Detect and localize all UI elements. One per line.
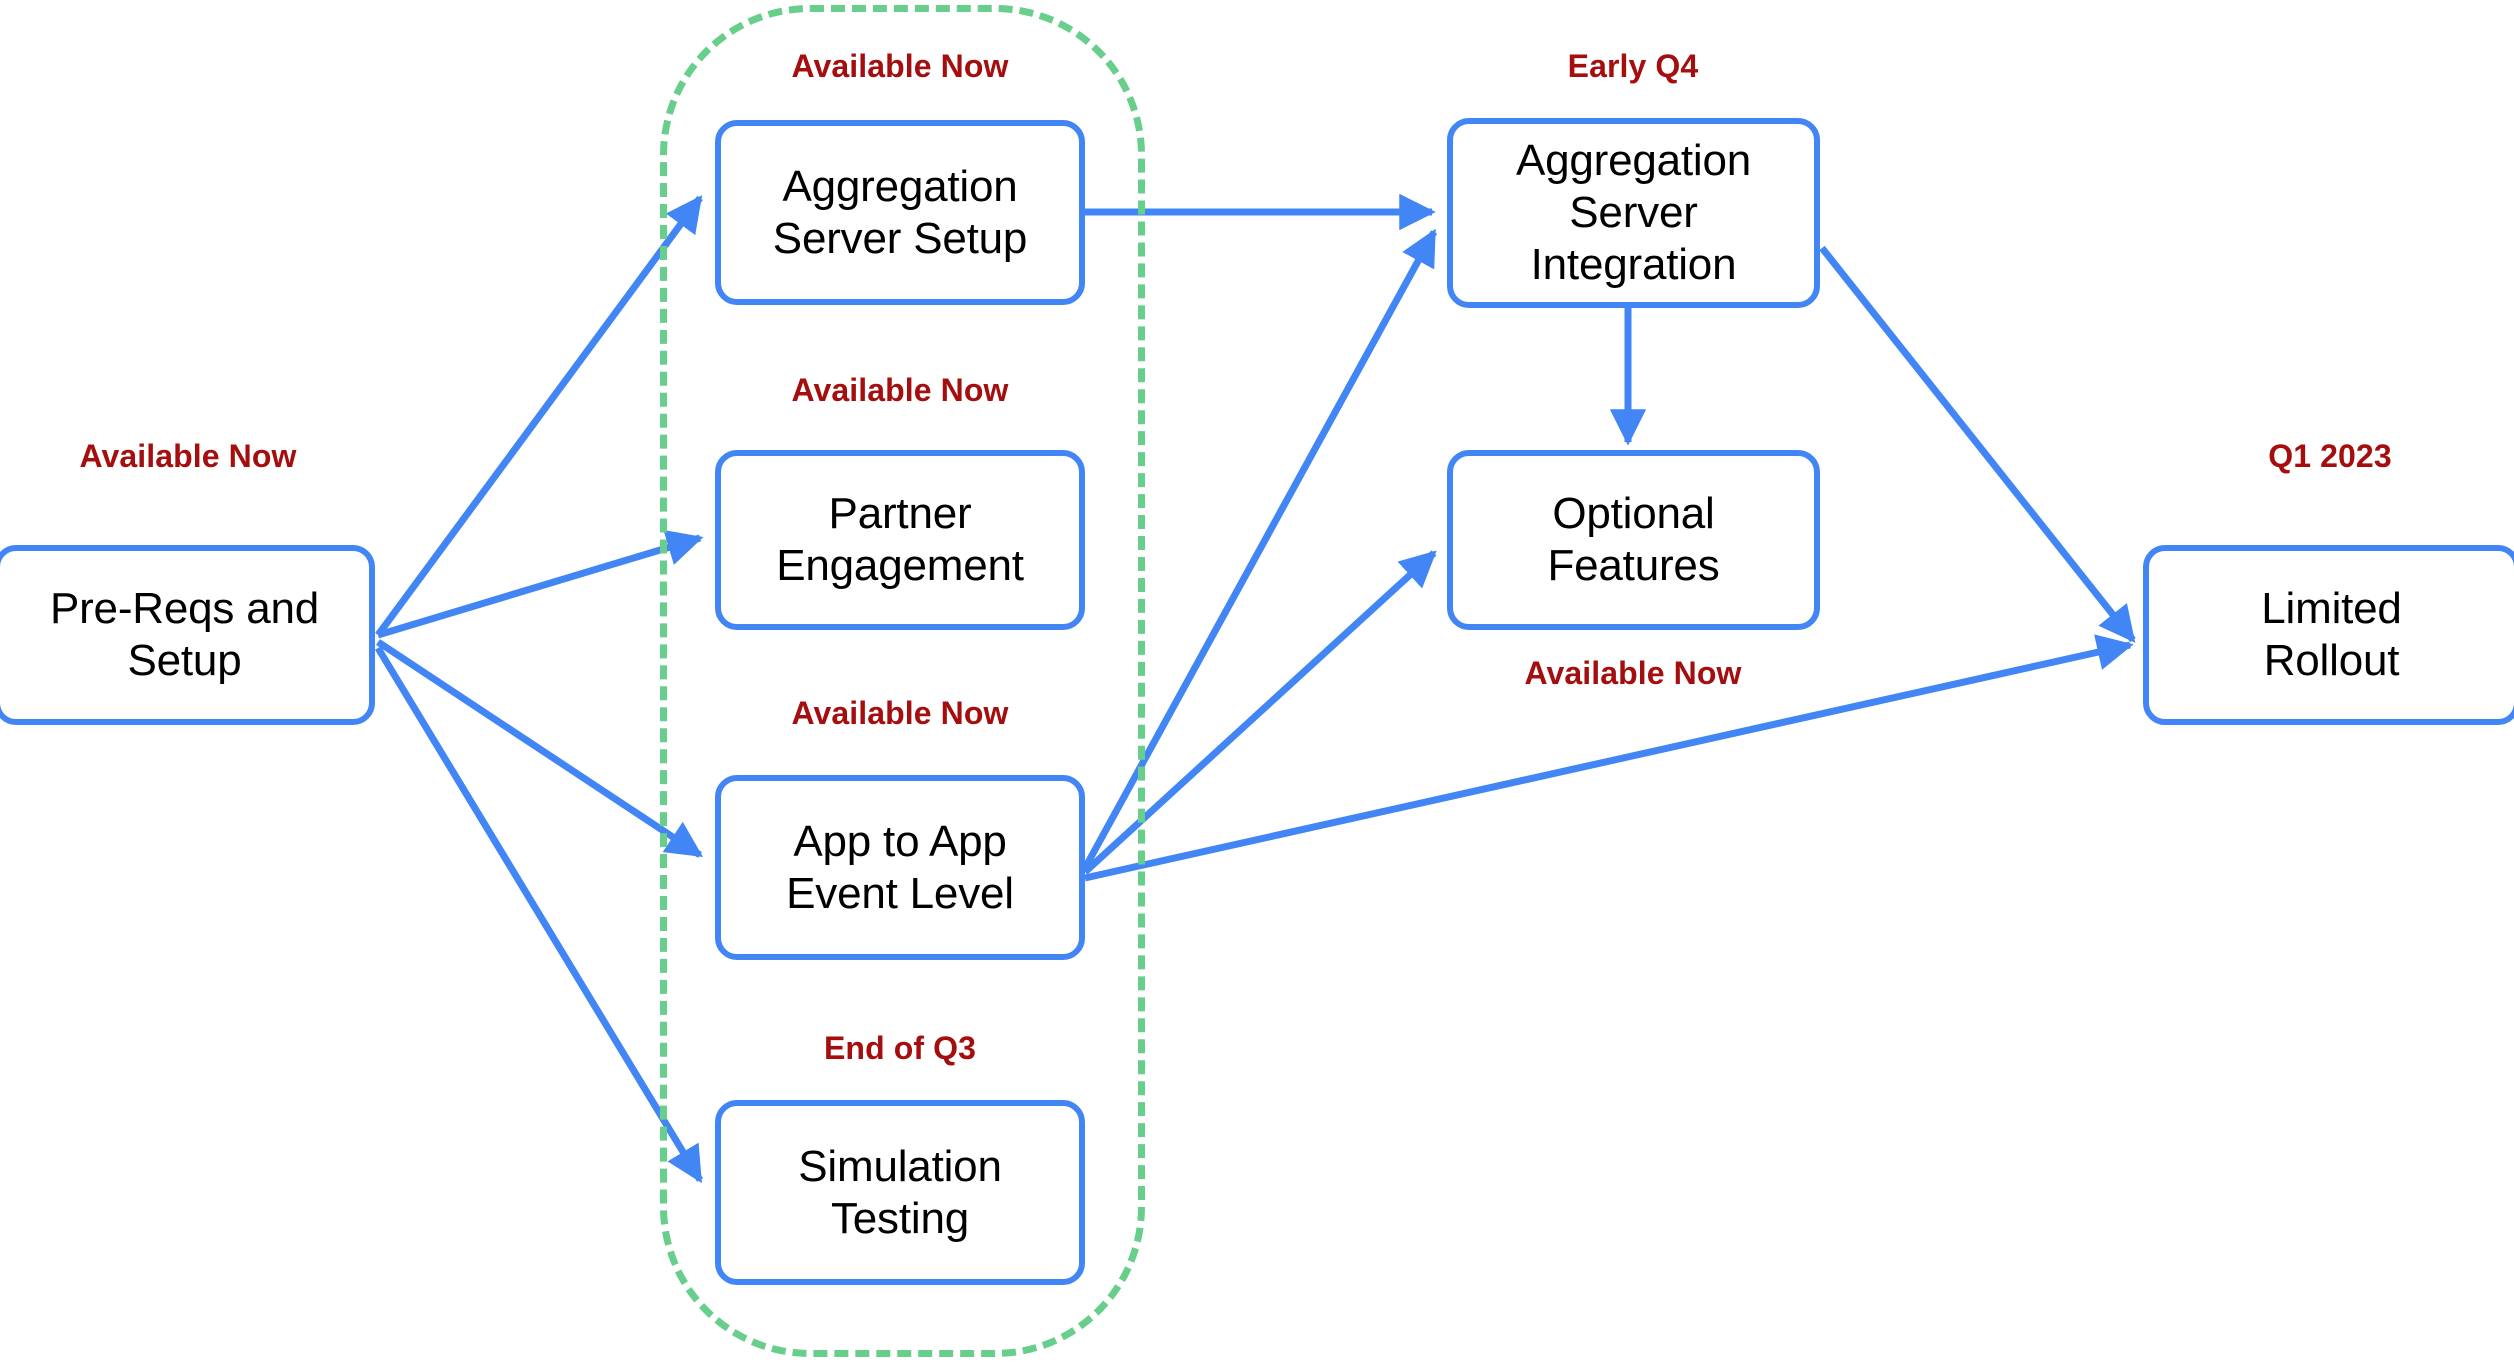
stage-label-agg-integration: Early Q4 [1567,48,1699,84]
node-aggregation-server-setup[interactable]: Aggregation Server Setup [715,120,1085,305]
stage-label-app-to-app: Available Now [791,695,1009,731]
edge-agg-integration-to-limited-rollout [1819,245,2136,643]
stage-label-limited-rollout: Q1 2023 [2268,438,2392,474]
available-now-group-container [660,5,1145,1357]
node-label: Partner Engagement [776,489,1024,590]
stage-label-agg-setup: Available Now [791,48,1009,84]
node-label: App to App Event Level [786,816,1014,918]
stage-label-partner: Available Now [791,372,1009,408]
node-label: Limited Rollout [2261,584,2402,685]
node-optional-features[interactable]: Optional Features [1447,450,1820,630]
node-partner-engagement[interactable]: Partner Engagement [715,450,1085,630]
node-aggregation-server-integration[interactable]: Aggregation Server Integration [1447,118,1820,308]
node-app-to-app-event-level[interactable]: App to App Event Level [715,775,1085,960]
node-limited-rollout[interactable]: Limited Rollout [2143,545,2514,725]
edge-pre-reqs-to-agg-setup [375,195,703,638]
stage-label-optional: Available Now [1524,655,1742,691]
node-simulation-testing[interactable]: Simulation Testing [715,1100,1085,1285]
edge-pre-reqs-to-partner [376,530,704,639]
edge-pre-reqs-to-simulation [375,646,703,1184]
node-label: Optional Features [1547,489,1720,590]
node-label: Simulation Testing [798,1141,1002,1243]
node-label: Pre-Reqs and Setup [49,584,320,685]
stage-label-pre-reqs: Available Now [79,438,297,474]
node-label: Aggregation Server Setup [772,161,1028,263]
node-label: Aggregation Server Integration [1515,136,1752,289]
stage-label-simulation: End of Q3 [823,1030,977,1066]
node-pre-reqs-and-setup[interactable]: Pre-Reqs and Setup [0,545,375,725]
edge-pre-reqs-to-app-to-app [376,639,704,858]
